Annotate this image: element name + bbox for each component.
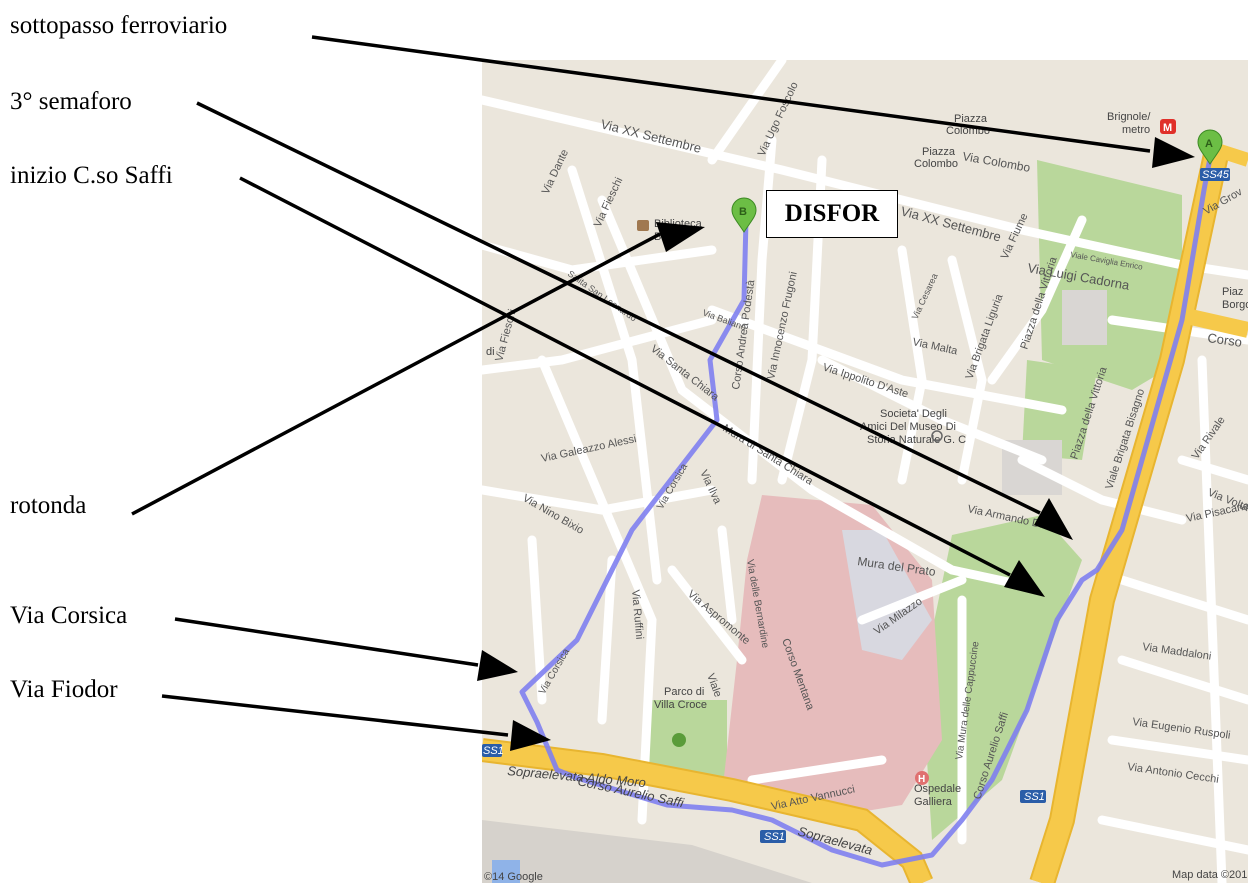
arrow-via-corsica: [174, 617, 479, 667]
svg-text:A: A: [1205, 138, 1213, 150]
svg-text:Borgo: Borgo: [1222, 299, 1248, 311]
svg-text:Piaz: Piaz: [1222, 286, 1243, 298]
caption-semaforo: 3° semaforo: [10, 88, 132, 115]
svg-text:©14 Google: ©14 Google: [484, 871, 543, 883]
svg-text:B: B: [739, 206, 747, 218]
svg-text:Ospedale: Ospedale: [914, 783, 961, 795]
svg-text:Piazza: Piazza: [922, 146, 956, 158]
caption-rotonda: rotonda: [10, 492, 87, 519]
arrow-via-fiodor: [161, 694, 509, 737]
shield-ss45: SS45: [1200, 168, 1230, 181]
svg-text:Map data ©2013: Map data ©2013: [1172, 869, 1248, 881]
svg-text:Via Ruffini: Via Ruffini: [629, 589, 645, 640]
svg-text:Piazza: Piazza: [954, 113, 988, 125]
svg-text:SS1: SS1: [483, 745, 504, 757]
svg-text:H: H: [918, 774, 925, 785]
shield-ss1-b: SS1: [760, 830, 786, 843]
svg-text:Colombo: Colombo: [914, 158, 958, 170]
svg-text:SS45: SS45: [1202, 169, 1230, 181]
svg-text:SS1: SS1: [1024, 791, 1045, 803]
shield-ss1-c: SS1: [482, 744, 504, 757]
marker-b-icon: B: [731, 197, 757, 233]
library-icon: [637, 220, 649, 231]
arrow-semaforo: [196, 101, 1041, 515]
svg-text:M: M: [1163, 122, 1172, 134]
svg-text:Societa' Degli: Societa' Degli: [880, 408, 947, 420]
route-map: Via XX Settembre Via XX Settembre Via Ug…: [482, 60, 1248, 883]
arrow-sottopasso: [311, 35, 1151, 153]
arrow-rotonda: [131, 232, 661, 516]
route-line: [519, 157, 1213, 868]
port-area: [482, 820, 812, 883]
svg-text:di: di: [486, 346, 495, 358]
hospital-icon: [915, 771, 929, 785]
disfor-label: DISFOR: [766, 190, 898, 238]
svg-text:Amici Del Museo Di: Amici Del Museo Di: [860, 421, 956, 433]
caption-inizio-saffi: inizio C.so Saffi: [10, 162, 173, 189]
museum-icon: [931, 430, 943, 442]
svg-text:Corso: Corso: [1207, 330, 1243, 350]
svg-text:metro: metro: [1122, 124, 1150, 136]
park-icon: [672, 733, 686, 747]
park-villa-croce: [647, 700, 727, 785]
svg-text:Parco di: Parco di: [664, 686, 704, 698]
caption-sottopasso: sottopasso ferroviario: [10, 12, 228, 39]
arrow-inizio-saffi: [239, 176, 1011, 577]
shield-ss1-a: SS1: [1020, 790, 1046, 803]
svg-text:SS1: SS1: [764, 831, 785, 843]
metro-icon: [1160, 119, 1176, 134]
marker-a-icon: A: [1197, 129, 1223, 165]
caption-via-corsica: Via Corsica: [10, 602, 128, 629]
svg-text:Brignole/: Brignole/: [1107, 111, 1151, 123]
svg-text:Villa Croce: Villa Croce: [654, 699, 707, 711]
caption-via-fiodor: Via Fiodor: [10, 676, 118, 703]
svg-text:Galliera: Galliera: [914, 796, 953, 808]
